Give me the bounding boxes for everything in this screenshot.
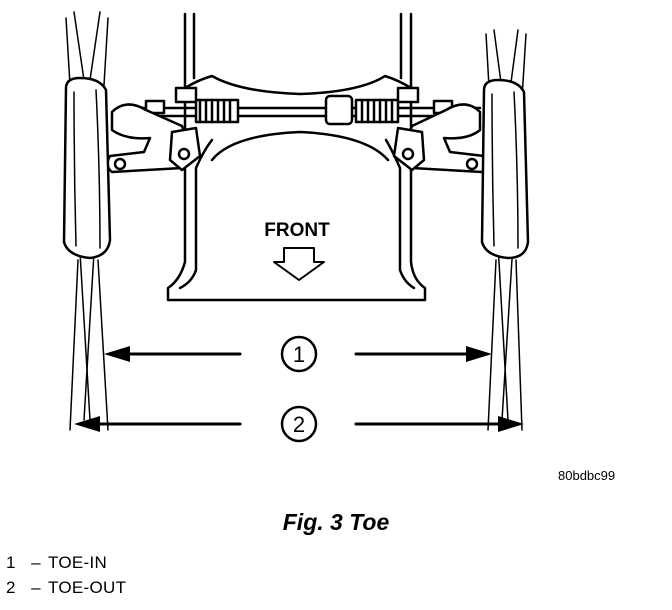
callout-1-number: 1 [293, 342, 305, 367]
legend-label: TOE-IN [48, 553, 108, 572]
legend-separator: – [31, 553, 41, 572]
legend-number: 2 [6, 578, 16, 597]
toe-out-left-arrowhead [74, 416, 100, 432]
figure-reference-code: 80bdbc99 [558, 468, 616, 483]
toe-out-right-arrowhead [498, 416, 524, 432]
legend-number: 1 [6, 553, 16, 572]
figure-caption: Fig. 3 Toe [282, 509, 390, 535]
legend: 1–TOE-IN 2–TOE-OUT [6, 550, 126, 600]
left-control-arm [106, 103, 202, 174]
crossmember [166, 74, 427, 302]
legend-item-toe-in: 1–TOE-IN [6, 550, 126, 575]
right-tire [480, 78, 530, 260]
legend-separator: – [31, 578, 41, 597]
toe-in-right-arrowhead [466, 346, 492, 362]
callout-2-circle [280, 405, 318, 443]
front-label: FRONT [264, 220, 330, 241]
front-direction-arrow [273, 247, 325, 281]
toe-diagram: FRONT 1 2 [62, 11, 530, 443]
frame-rails [183, 12, 413, 90]
steering-rack [118, 86, 482, 126]
legend-item-toe-out: 2–TOE-OUT [6, 575, 126, 600]
callout-2-number: 2 [293, 412, 305, 437]
legend-label: TOE-OUT [48, 578, 127, 597]
toe-in-left-arrowhead [104, 346, 130, 362]
crossmember-inner [178, 130, 416, 290]
left-tire [62, 76, 112, 260]
callout-1-circle [280, 335, 318, 373]
